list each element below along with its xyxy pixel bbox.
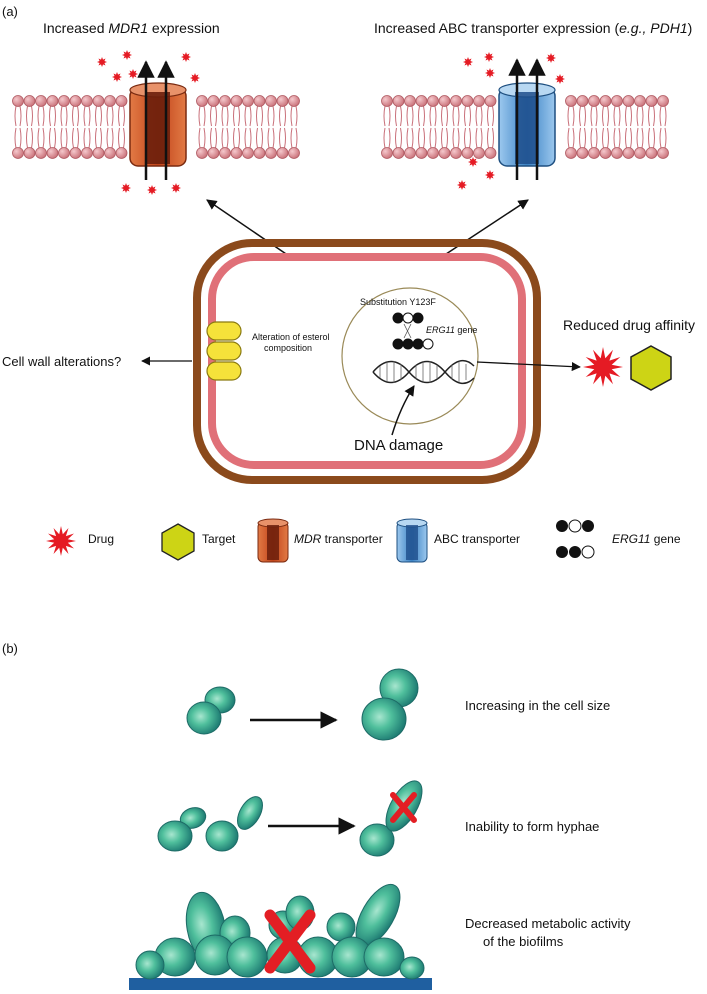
dna-helix-icon xyxy=(372,359,475,385)
legend-mdr-label: MDR transporter xyxy=(294,532,383,546)
drug-icon xyxy=(583,347,623,387)
biofilm-x-mark-icon xyxy=(264,909,316,974)
biofilm-label-line2: of the biofilms xyxy=(483,934,564,949)
legend-mdr-transporter-icon xyxy=(257,518,289,563)
target-icon xyxy=(630,345,672,391)
esterol-icon xyxy=(206,321,242,381)
mdr-expression-title: Increased MDR1 expression xyxy=(43,20,220,36)
panel-a-label: (a) xyxy=(2,4,18,19)
drug-molecules xyxy=(97,50,565,195)
arrow-to-mdr xyxy=(206,199,293,259)
biofilm-label-line1: Decreased metabolic activity xyxy=(465,916,631,931)
biofilm-surface xyxy=(129,978,432,990)
arrow-to-abc xyxy=(439,199,529,259)
legend: Drug Target MDR transporter ABC transpor… xyxy=(46,518,681,563)
legend-drug-icon xyxy=(46,526,76,556)
small-cells-icon xyxy=(186,686,236,735)
large-cells-icon xyxy=(361,668,419,741)
cell-wall xyxy=(193,239,541,484)
legend-erg11-label: ERG11 gene xyxy=(612,532,681,546)
lipid-bilayer-right xyxy=(381,95,669,159)
legend-target-icon xyxy=(161,523,195,561)
legend-erg11-gene-icon xyxy=(556,519,595,559)
legend-drug-label: Drug xyxy=(88,532,114,546)
cell-membrane xyxy=(208,253,526,469)
legend-abc-label: ABC transporter xyxy=(434,532,520,546)
abc-transporter-icon xyxy=(498,58,556,180)
arrow-dna-damage xyxy=(391,385,415,436)
esterol-label-line2: composition xyxy=(264,343,312,353)
nucleus xyxy=(341,287,479,425)
substitution-label: Substitution Y123F xyxy=(360,297,436,307)
erg11-nucleus-label: ERG11 gene xyxy=(426,325,477,335)
fungal-cell xyxy=(193,239,541,484)
dna-damage-label: DNA damage xyxy=(354,437,443,454)
abc-expression-title: Increased ABC transporter expression (e.… xyxy=(374,20,692,36)
legend-abc-transporter-icon xyxy=(396,518,428,563)
erg11-gene-icon xyxy=(392,312,434,350)
hyphae-label: Inability to form hyphae xyxy=(465,819,599,834)
cell-wall-alterations-label: Cell wall alterations? xyxy=(2,354,121,369)
blocked-hypha-icon xyxy=(359,780,423,857)
esterol-label-line1: Alteration of esterol xyxy=(252,332,330,342)
arrow-reduced-affinity xyxy=(476,361,581,372)
reduced-affinity-label: Reduced drug affinity xyxy=(563,317,695,333)
lipid-bilayer-left xyxy=(12,95,300,159)
panel-b-label: (b) xyxy=(2,641,18,656)
budding-cells-icon xyxy=(157,796,263,852)
cell-size-label: Increasing in the cell size xyxy=(465,698,610,713)
mdr-transporter-icon xyxy=(129,60,187,180)
legend-target-label: Target xyxy=(202,532,236,546)
